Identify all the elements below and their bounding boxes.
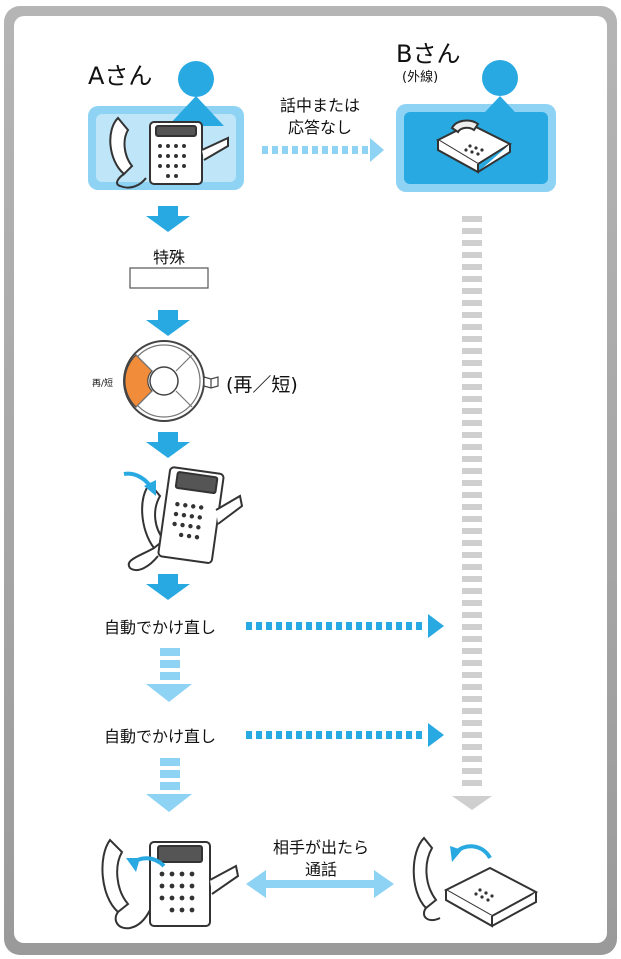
redial-dotted-arrow-1 [246, 614, 444, 638]
person-b-sublabel: (外線) [402, 70, 439, 85]
b-side-wait-arrowhead [452, 796, 492, 810]
down-arrow-4 [146, 574, 190, 600]
auto-redial-label-2: 自動でかけ直し [104, 727, 217, 746]
desk-phone-a-icon [109, 116, 229, 189]
auto-redial-label-1: 自動でかけ直し [104, 618, 217, 637]
single-line-phone-b-icon [435, 119, 513, 174]
connect-line2: 通話 [304, 860, 337, 879]
b-side-wait-line [462, 216, 482, 786]
keypad-right-label: (再／短) [226, 374, 298, 396]
condition-line1: 話中または [279, 96, 360, 115]
down-arrow-2 [146, 310, 190, 336]
single-line-phone-b-talking-icon [412, 836, 539, 928]
dotted-arrow-a-to-b [262, 138, 384, 162]
tokushu-label: 特殊 [152, 248, 185, 267]
condition-line2: 応答なし [287, 118, 352, 137]
down-arrow-1 [146, 206, 190, 232]
redial-dotted-arrow-2 [246, 723, 444, 747]
desk-phone-a-talking-icon [101, 838, 240, 930]
person-a-label: Aさん [88, 62, 153, 90]
person-b-label: Bさん [396, 40, 461, 68]
person-a-avatar-icon [168, 61, 224, 126]
navigation-keypad-icon [123, 340, 205, 422]
light-down-arrow-1 [146, 648, 192, 702]
tokushu-key-box [129, 267, 209, 289]
keypad-left-label: 再/短 [92, 379, 114, 389]
inner-panel [14, 16, 607, 943]
connect-double-arrow [246, 870, 394, 898]
desk-phone-hookswitch-icon [127, 466, 244, 572]
down-arrow-3 [146, 432, 190, 458]
connect-line1: 相手が出たら [272, 838, 369, 857]
book-icon [203, 376, 219, 389]
light-down-arrow-2 [146, 758, 192, 812]
person-b-avatar-icon [472, 60, 528, 126]
